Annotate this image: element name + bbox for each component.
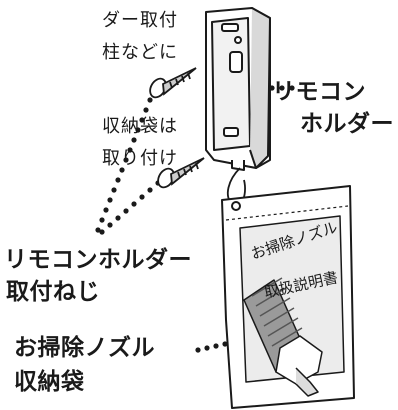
nozzle-bag bbox=[221, 185, 355, 409]
bag-label-line-2: 収納袋 bbox=[14, 369, 85, 395]
instruction-fragment-2: 柱などに bbox=[102, 42, 178, 63]
holder-label-line-1: リモコン bbox=[272, 79, 366, 105]
instruction-fragment-4: 取り付け bbox=[102, 148, 178, 169]
bag-label-line-1: お掃除ノズル bbox=[14, 335, 155, 361]
screw-label-line-2: 取付ねじ bbox=[6, 279, 100, 305]
screw-label-line-1: リモコンホルダー bbox=[4, 247, 192, 273]
instruction-fragment-1: ダー取付 bbox=[102, 10, 178, 31]
leader-screw-top bbox=[95, 97, 153, 233]
instruction-fragment-3: 収納袋は bbox=[102, 116, 178, 137]
holder-label-line-2: ホルダー bbox=[300, 111, 394, 137]
screw-top bbox=[149, 67, 197, 99]
remote-holder bbox=[205, 7, 271, 171]
leader-screw-bottom bbox=[99, 180, 161, 235]
screw-bottom bbox=[157, 157, 205, 189]
